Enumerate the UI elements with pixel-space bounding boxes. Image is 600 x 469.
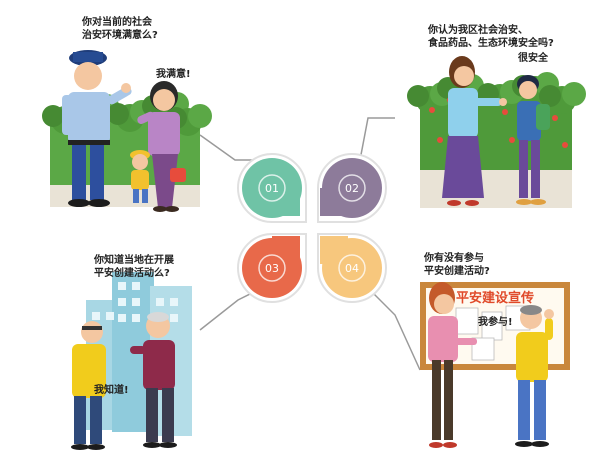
petal-number-03: 03 — [265, 262, 279, 275]
child-figure — [130, 150, 150, 203]
ground-path — [420, 170, 572, 208]
woman-pink-figure — [428, 282, 477, 448]
question-line: 平安创建活动? — [424, 266, 490, 277]
bulletin-banner-text: 平安建设宣传 — [456, 290, 534, 306]
question-line: 你有没有参与 — [424, 253, 484, 264]
question-line: 你知道当地在开展 — [94, 255, 174, 266]
connector-lines — [199, 117, 421, 371]
question-line: 治安环境满意么? — [82, 30, 158, 41]
petal-tip-04 — [320, 236, 348, 264]
petal-number-ring-02 — [338, 174, 366, 202]
man-yellow-shirt-figure — [71, 321, 106, 450]
question-line: 食品药品、生态环境安全吗? — [428, 38, 554, 49]
petal-number-02: 02 — [345, 182, 359, 195]
question-top-left: 你对当前的社会 治安环境满意么? — [82, 16, 158, 42]
question-line: 平安创建活动么? — [94, 268, 170, 279]
petal-tip-01 — [272, 188, 300, 216]
question-top-right: 你认为我区社会治安、 食品药品、生态环境安全吗? — [428, 24, 554, 50]
connector-line-02 — [359, 117, 395, 161]
petal-number-ring-01 — [258, 174, 286, 202]
scene-two-men-buildings — [71, 272, 192, 450]
question-bottom-right: 你有没有参与 平安创建活动? — [424, 252, 490, 278]
elderly-man-figure — [130, 312, 177, 448]
man-yellow-figure — [515, 305, 554, 447]
answer-top-left: 我满意! — [156, 69, 191, 80]
answer-bottom-left: 我知道! — [94, 385, 129, 396]
woman-figure — [442, 56, 507, 206]
scene-promotion-board — [420, 282, 570, 448]
petal-number-01: 01 — [265, 182, 279, 195]
boy-figure — [516, 75, 550, 205]
answer-top-right: 很安全 — [518, 53, 548, 64]
petal-tip-03 — [272, 236, 300, 264]
petal-number-04: 04 — [345, 262, 359, 275]
connector-line-03 — [199, 289, 259, 331]
scene-woman-and-boy — [407, 56, 586, 208]
connector-line-04 — [369, 289, 421, 371]
mother-figure — [137, 81, 186, 212]
police-officer-figure — [62, 50, 132, 207]
connector-line-01 — [199, 134, 262, 161]
answer-bottom-right: 我参与! — [478, 317, 513, 328]
scene-police-and-mother — [42, 50, 212, 212]
petal-number-ring-03 — [258, 254, 286, 282]
petal-number-ring-04 — [338, 254, 366, 282]
question-line: 你对当前的社会 — [82, 17, 152, 28]
question-line: 你认为我区社会治安、 — [428, 25, 528, 36]
petal-tip-02 — [320, 188, 348, 216]
question-bottom-left: 你知道当地在开展 平安创建活动么? — [94, 254, 174, 280]
central-petal-cluster: 01 02 03 04 — [237, 153, 387, 303]
